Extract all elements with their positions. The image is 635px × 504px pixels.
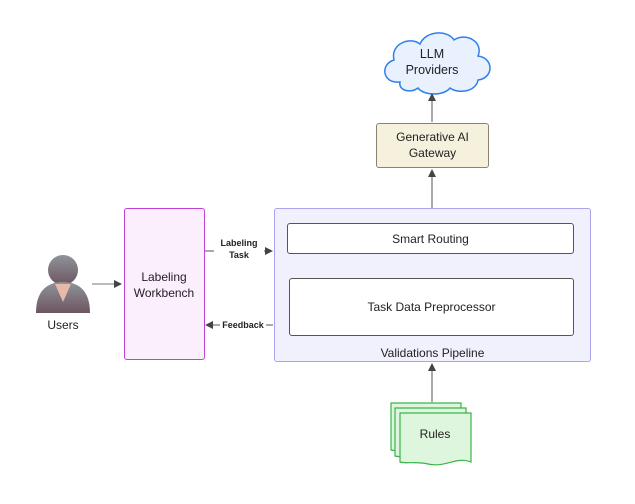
llm-providers-node: LLM Providers bbox=[392, 46, 472, 78]
llm-providers-line1: LLM bbox=[419, 47, 445, 61]
smart-routing-label: Smart Routing bbox=[392, 232, 469, 246]
labeling-workbench-node: Labeling Workbench bbox=[124, 208, 205, 360]
preprocessor-label: Task Data Preprocessor bbox=[367, 300, 496, 314]
workbench-line2: Workbench bbox=[133, 286, 195, 300]
llm-providers-line2: Providers bbox=[405, 63, 459, 77]
gateway-line2: Gateway bbox=[408, 146, 457, 160]
labeling-task-edge-label: Labeling Task bbox=[214, 237, 264, 261]
labeling-task-line1: Labeling bbox=[220, 238, 258, 248]
generative-ai-gateway-node: Generative AI Gateway bbox=[376, 123, 489, 168]
task-data-preprocessor-node: Task Data Preprocessor bbox=[289, 278, 574, 336]
validations-pipeline-node: Smart Routing Task Data Preprocessor Val… bbox=[274, 208, 591, 362]
users-icon bbox=[36, 255, 90, 313]
feedback-edge-label: Feedback bbox=[220, 319, 266, 331]
pipeline-label: Validations Pipeline bbox=[380, 346, 485, 360]
smart-routing-node: Smart Routing bbox=[287, 223, 574, 254]
labeling-task-line2: Task bbox=[229, 250, 249, 260]
gateway-line1: Generative AI bbox=[396, 130, 469, 144]
workbench-line1: Labeling bbox=[141, 270, 187, 284]
rules-label: Rules bbox=[419, 427, 451, 441]
llm-providers-cloud-shape bbox=[384, 32, 491, 95]
users-label: Users bbox=[47, 318, 79, 332]
rules-document-icon bbox=[390, 402, 472, 466]
